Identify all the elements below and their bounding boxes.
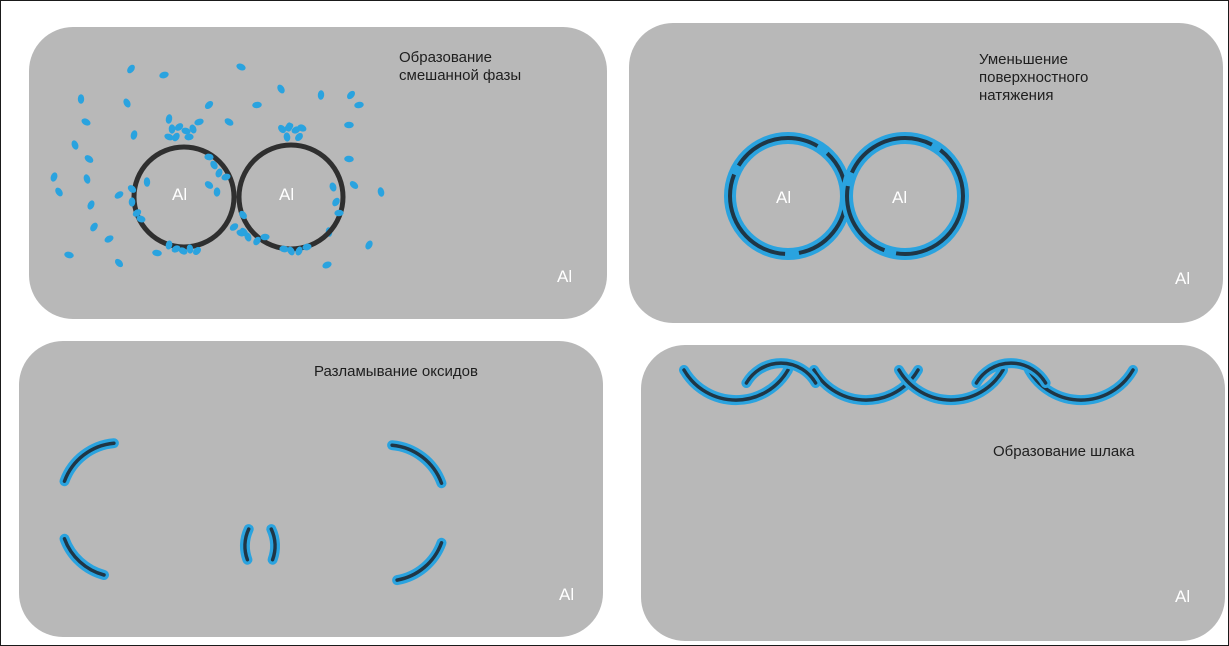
oxide-particle (348, 179, 359, 190)
slag-formation-diagram (641, 345, 1225, 641)
oxide-particle (235, 62, 246, 71)
oxide-particle (54, 186, 65, 198)
oxide-particle (122, 97, 132, 108)
surface-tension-diagram: Al Al (629, 23, 1223, 323)
oxide-fragment (65, 539, 105, 575)
oxide-fragment (245, 529, 249, 560)
oxide-particle (113, 257, 124, 268)
oxide-particle (83, 154, 95, 165)
slag-fragments-group (684, 363, 1133, 400)
oxide-breaking-diagram (19, 341, 603, 637)
oxide-particle (354, 101, 365, 109)
oxide-particle (214, 187, 221, 196)
oxide-particle (344, 122, 354, 129)
oxide-particle (86, 199, 96, 210)
oxide-particle (169, 124, 176, 133)
oxide-particle (70, 139, 80, 150)
oxide-particle (64, 251, 75, 260)
corner-al-label: Al (559, 585, 574, 605)
oxide-particle (159, 71, 170, 80)
oxide-particle (103, 234, 114, 244)
al-label-right: Al (892, 188, 907, 207)
oxide-particle (328, 182, 337, 193)
oxide-particle (203, 180, 214, 191)
oxide-particle (276, 83, 287, 95)
oxide-particle (144, 177, 151, 187)
panel-slag-formation: Образование шлака Al (641, 345, 1225, 641)
oxide-particle (78, 94, 84, 104)
oxide-particle (345, 89, 356, 100)
oxide-particle (152, 249, 162, 257)
oxide-particle (252, 101, 262, 108)
oxide-particle (223, 117, 235, 127)
oxide-particle (49, 171, 58, 182)
oxide-particle (344, 155, 354, 162)
oxide-fragment (392, 445, 441, 483)
oxide-particle (317, 90, 324, 100)
oxide-particle (89, 221, 100, 233)
mixed-phase-diagram: Al Al (29, 27, 607, 319)
corner-al-label: Al (1175, 269, 1190, 289)
oxide-particle (83, 173, 92, 184)
oxide-particle (113, 190, 125, 201)
panel-mixed-phase: Образование смешанной фазы Al Al Al (29, 27, 607, 319)
panel-surface-tension: Уменьшение поверхностного натяжения Al A… (629, 23, 1223, 323)
al-label-left: Al (172, 185, 187, 204)
corner-al-label: Al (557, 267, 572, 287)
oxide-fragment (271, 529, 275, 560)
slag-fragment (684, 370, 788, 400)
oxide-particle (126, 63, 137, 75)
oxide-particle (165, 114, 173, 125)
oxide-fragments-group (65, 443, 442, 580)
oxide-fragment (397, 543, 441, 580)
oxide-particle (193, 117, 204, 126)
oxide-particle (203, 99, 214, 110)
corner-al-label: Al (1175, 587, 1190, 607)
oxide-particle (184, 133, 194, 140)
oxide-particle (283, 132, 291, 142)
oxide-particle (130, 130, 139, 141)
al-label-left: Al (776, 188, 791, 207)
oxide-particle (80, 117, 91, 127)
oxide-fragment (65, 443, 114, 481)
oxide-particle (321, 260, 332, 270)
panel-oxide-breaking: Разламывание оксидов Al (19, 341, 603, 637)
oxide-particle (364, 239, 374, 251)
al-label-right: Al (279, 185, 294, 204)
oxide-particle (377, 187, 385, 198)
